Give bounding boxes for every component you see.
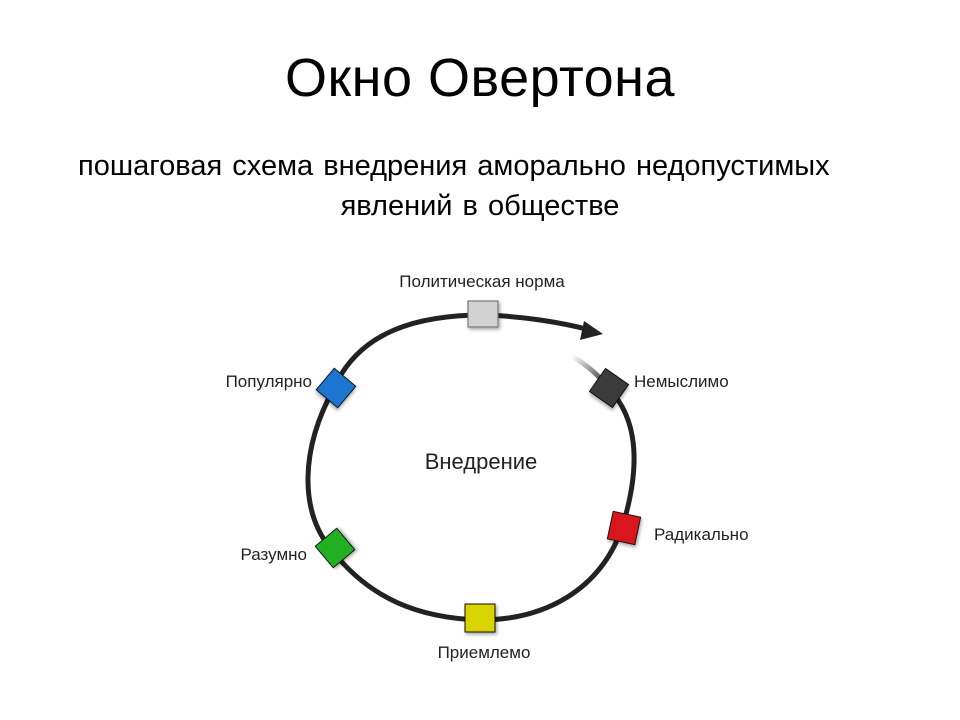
stage-label-radikalno: Радикально — [654, 525, 749, 544]
center-label: Внедрение — [425, 449, 538, 474]
stage-marker-populyarno — [315, 367, 357, 409]
stage-marker-priemlemo — [464, 603, 496, 633]
stage-label-politicheskaya-norma: Политическая норма — [399, 272, 565, 291]
stage-label-razumno: Разумно — [241, 545, 307, 564]
stage-label-priemlemo: Приемлемо — [438, 643, 531, 662]
stage-label-nemyslimo: Немыслимо — [634, 372, 729, 391]
stage-marker-razumno — [314, 527, 356, 569]
stage-marker-politicheskaya-norma — [467, 300, 499, 328]
cycle-arrowhead — [580, 321, 603, 340]
stage-label-populyarno: Популярно — [226, 372, 312, 391]
subtitle-line-2: явлений в обществе — [340, 190, 620, 222]
cycle-arrow-line — [481, 312, 593, 333]
stage-marker-nemyslimo — [588, 367, 630, 409]
subtitle-line-1: пошаговая схема внедрения аморально недо… — [78, 150, 830, 182]
stage-marker-radikalno — [606, 510, 642, 546]
slide-title: Окно Овертона — [285, 48, 675, 108]
